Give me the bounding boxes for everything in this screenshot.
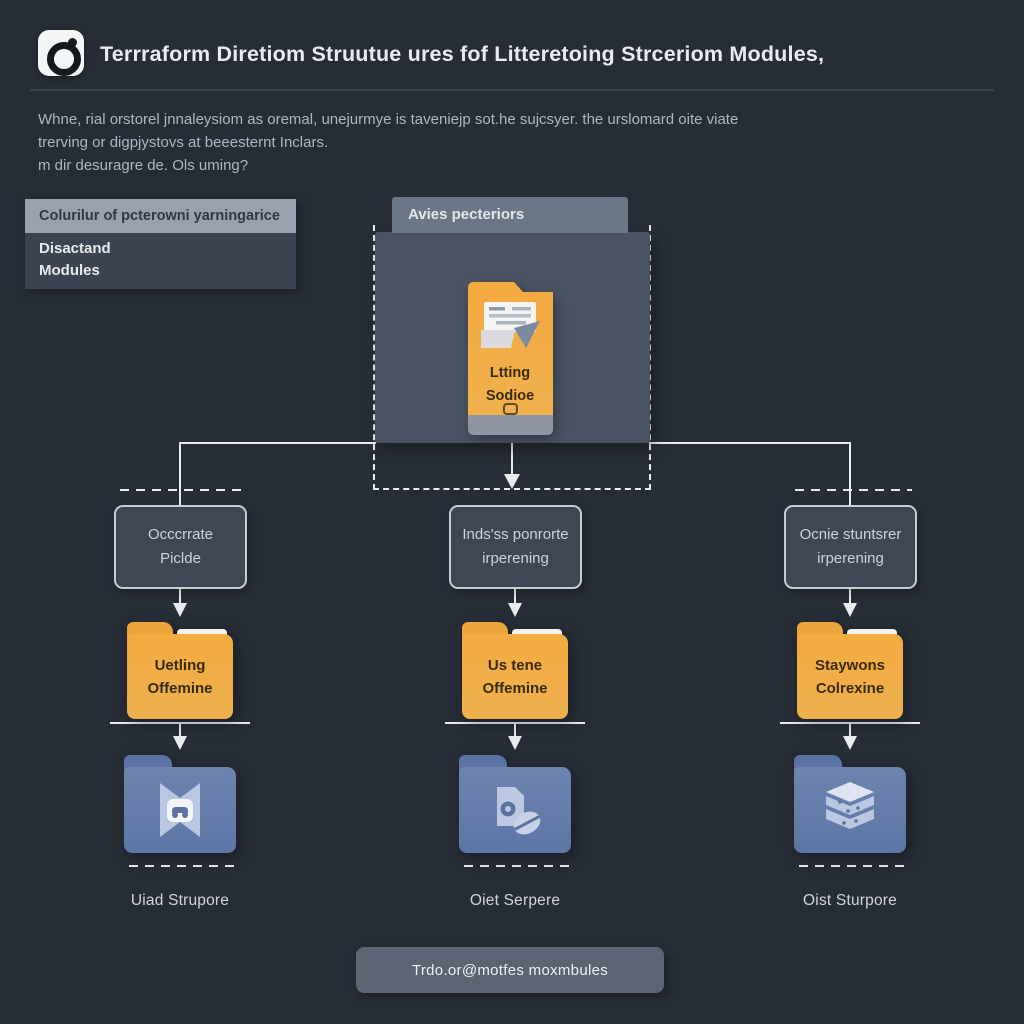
terraform-logo-icon <box>38 30 84 76</box>
root-tab[interactable]: Avies pecteriors <box>392 197 628 233</box>
orange-folder-3-line-2: Colrexine <box>815 679 885 697</box>
orange-folder-1-line-1: Uetling <box>154 656 206 674</box>
root-folder-label-2: Sodioe <box>486 388 534 404</box>
page-title: Terrraform Diretiom Struutue ures fof Li… <box>100 42 825 66</box>
game-banner-icon <box>160 783 200 837</box>
root-dashed-container <box>373 225 651 490</box>
caption-3: Oist Sturpore <box>803 892 897 909</box>
paper-edge <box>512 629 562 638</box>
child-box-3-line-2: irperening <box>817 550 884 567</box>
caption-1: Uiad Strupore <box>130 892 230 909</box>
root-folder-label-1: Ltting <box>490 365 530 381</box>
orange-folder-2: Us tene Offemine <box>462 622 568 719</box>
intro-line-1: Whne, rial orstorel jnnaleysiom as orema… <box>38 111 739 128</box>
legend-header: Colurilur of pcterowni yarningarice <box>25 199 296 233</box>
child-box-2-line-1: Inds'ss ponrorte <box>462 526 569 543</box>
blue-folder-1 <box>124 755 236 853</box>
media-file-icon <box>497 787 541 835</box>
child-box-2-line-2: irperening <box>482 550 549 567</box>
blue-folder-3 <box>794 755 906 853</box>
intro-line-3: m dir desuragre de. Ols uming? <box>38 157 249 174</box>
orange-folder-2-line-2: Offemine <box>482 679 548 697</box>
paper-edge <box>177 629 227 638</box>
legend-body: Disactand Modules <box>25 233 296 289</box>
tray-icon <box>481 330 515 348</box>
slot-icon <box>503 403 518 415</box>
caption-2: Oiet Serpere <box>469 892 561 909</box>
legend-table: Colurilur of pcterowni yarningarice Disa… <box>25 199 296 289</box>
legend-row-2: Modules <box>39 262 100 279</box>
legend-row-1: Disactand <box>39 240 111 257</box>
orange-folder-3-line-1: Staywons <box>814 656 886 674</box>
orange-folder-1-line-2: Offemine <box>147 679 213 697</box>
orange-folder-1: Uetling Offemine <box>127 622 233 719</box>
child-box-3-line-1: Ocnie stuntsrer <box>799 526 902 543</box>
layer-stack-icon <box>826 782 874 829</box>
child-box-1-line-2: Piclde <box>160 550 201 567</box>
child-box-1: Occcrrate Piclde <box>114 505 247 589</box>
header-divider <box>30 89 994 91</box>
blue-folder-2 <box>459 755 571 853</box>
child-box-1-line-1: Occcrrate <box>147 526 213 543</box>
orange-folder-3: Staywons Colrexine <box>797 622 903 719</box>
intro-paragraph: Whne, rial orstorel jnnaleysiom as orema… <box>38 108 868 177</box>
intro-line-2: trerving or digpjystovs at beeesternt In… <box>38 134 329 151</box>
root-folder-icon: Ltting Sodioe <box>468 282 553 435</box>
arrow-flag-icon <box>514 321 540 348</box>
logo-ring <box>47 42 81 76</box>
child-box-2: Inds'ss ponrorte irperening <box>449 505 582 589</box>
footer-button[interactable]: Trdo.or@motfes moxmbules <box>356 947 664 993</box>
child-box-3: Ocnie stuntsrer irperening <box>784 505 917 589</box>
logo-dot <box>68 38 77 47</box>
paper-edge <box>847 629 897 638</box>
orange-folder-2-line-1: Us tene <box>487 656 543 674</box>
folder-base-bar <box>468 415 553 435</box>
